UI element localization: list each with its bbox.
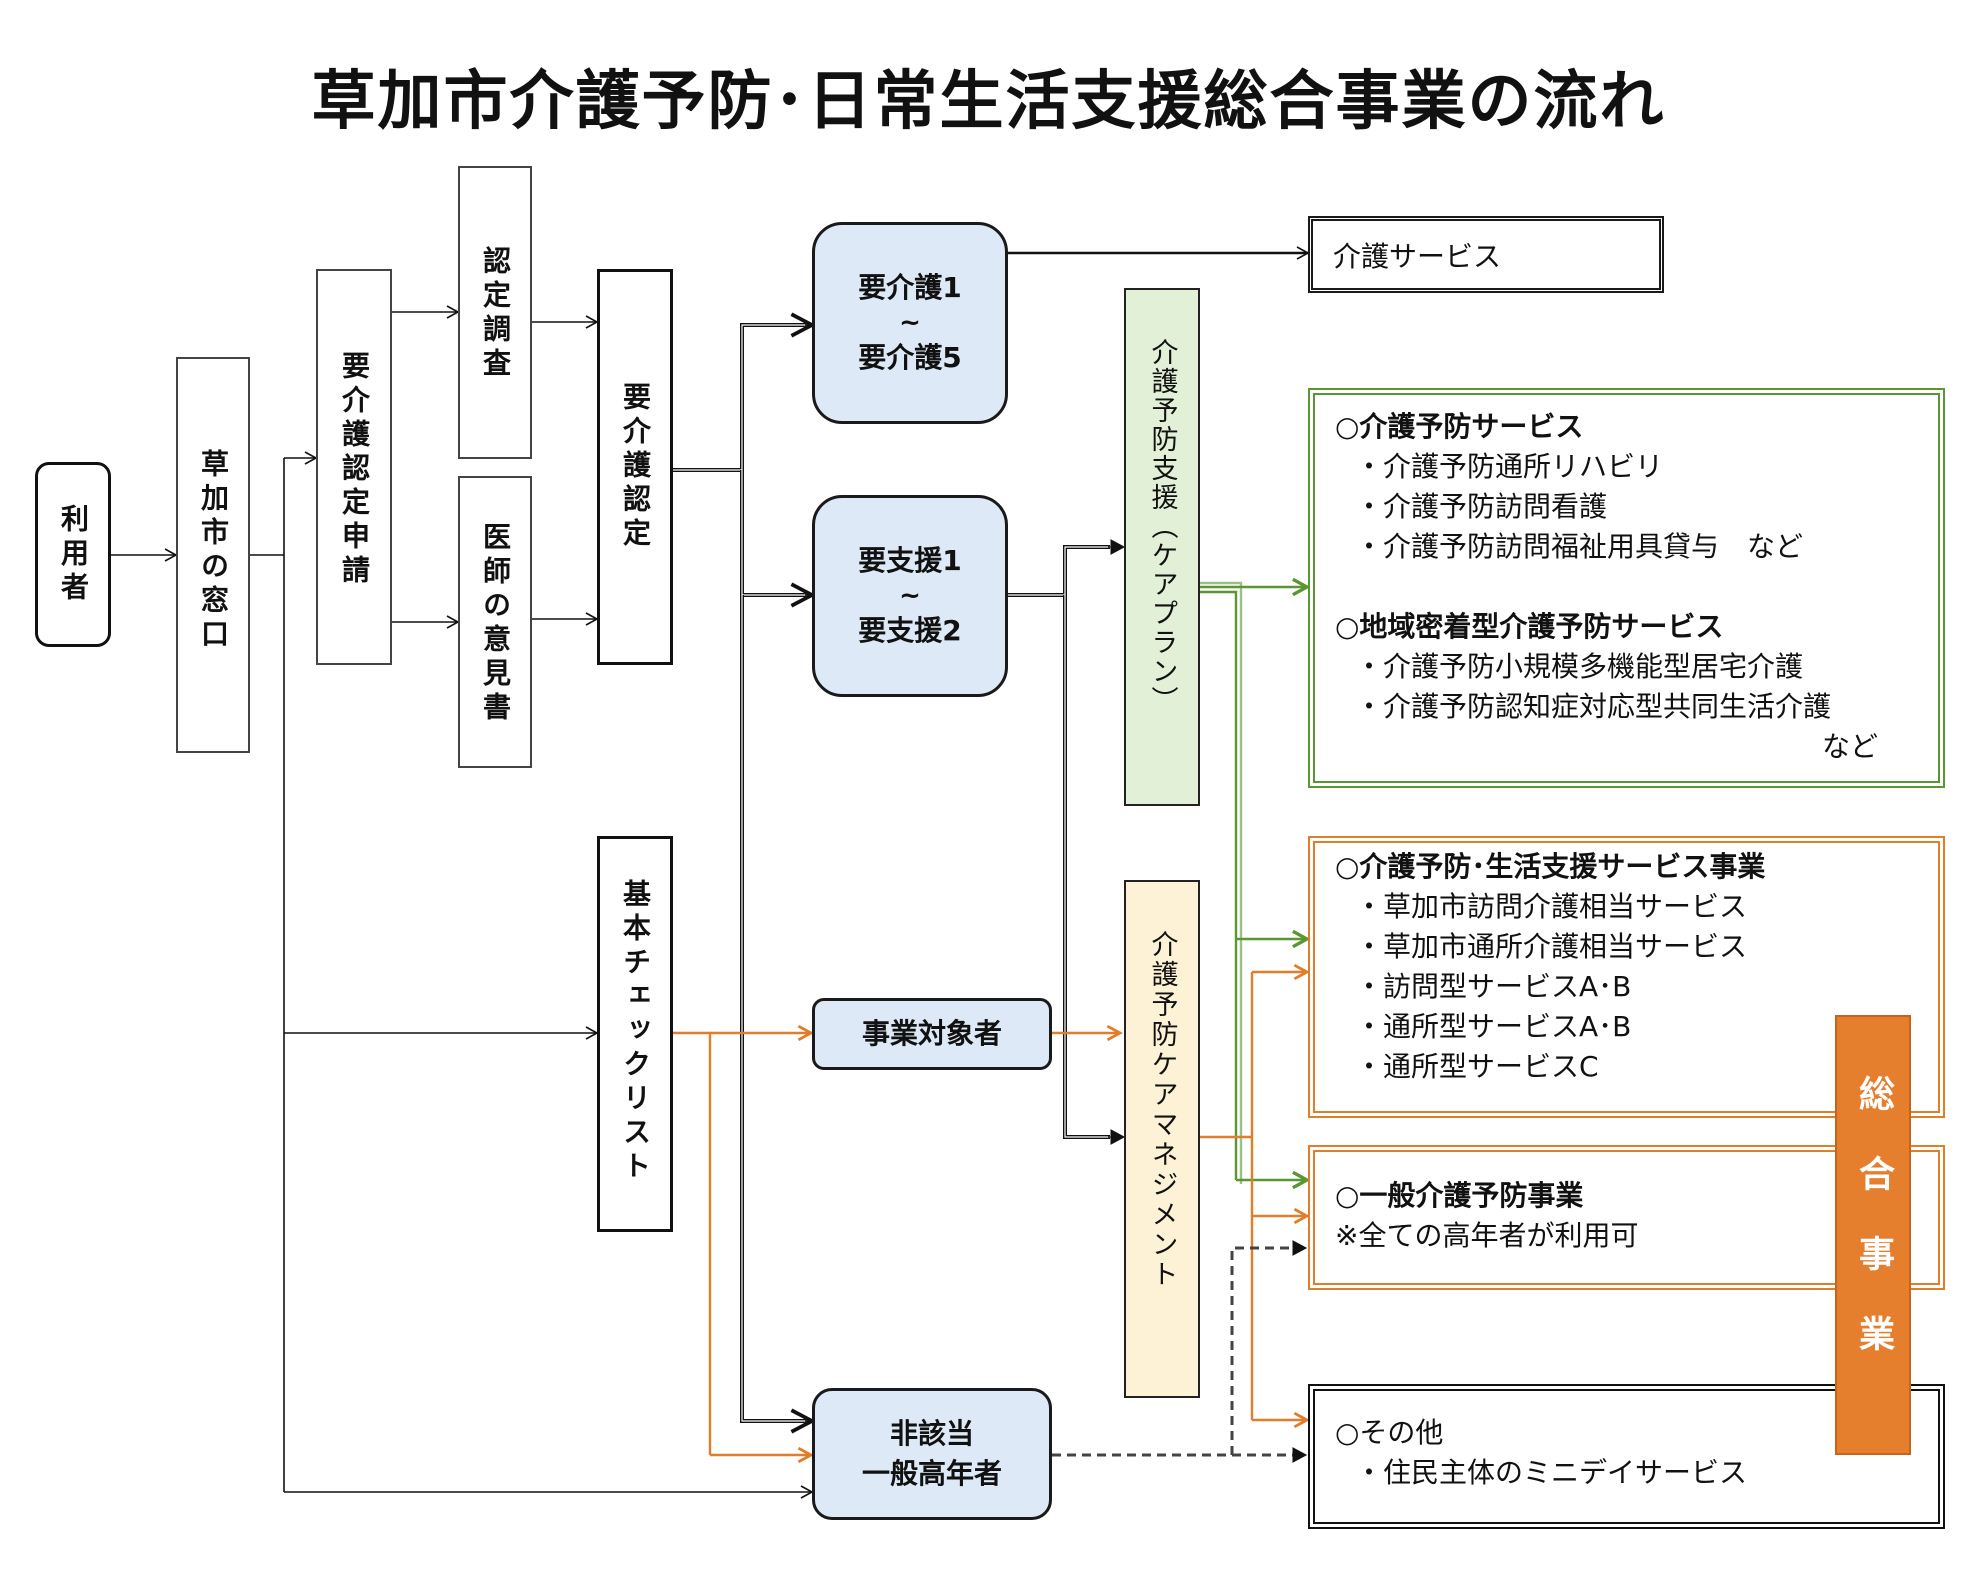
lifestyle-support-item: ・草加市通所介護相当サービス	[1355, 930, 1748, 963]
lifestyle-support-panel: ○介護予防･生活支援サービス事業 ・草加市訪問介護相当サービス ・草加市通所介護…	[1308, 836, 1945, 1118]
other-service-item: ・住民主体のミニデイサービス	[1355, 1456, 1748, 1489]
page-title: 草加市介護予防･日常生活支援総合事業の流れ	[311, 65, 1666, 139]
care-level-range: ~	[899, 308, 921, 338]
prevention-service-item: ・介護予防訪問看護	[1355, 490, 1608, 523]
support-level-start: 要支援1	[858, 544, 962, 577]
support-branches	[1008, 539, 1126, 1145]
support-level-range: ~	[899, 581, 921, 611]
business-target-label: 事業対象者	[861, 1017, 1002, 1050]
community-service-heading: ○地域密着型介護予防サービス	[1335, 610, 1724, 643]
care-level-end: 要介護5	[858, 341, 962, 374]
lifestyle-support-item: ・通所型サービスA･B	[1355, 1010, 1632, 1043]
lifestyle-support-heading: ○介護予防･生活支援サービス事業	[1335, 850, 1766, 883]
comprehensive-project-label: 総合事業	[1853, 1075, 1894, 1395]
user-box: 利用者	[35, 462, 111, 647]
care-level-box: 要介護1 ~ 要介護5	[812, 222, 1008, 424]
lifestyle-support-item: ・訪問型サービスA･B	[1355, 970, 1632, 1003]
prevention-support-label: 介護予防支援（ケアプラン）	[1146, 338, 1178, 715]
care-service-panel: 介護サービス	[1308, 216, 1664, 293]
prevention-service-item: ・介護予防通所リハビリ	[1355, 450, 1664, 483]
thin-connectors	[111, 305, 814, 1499]
checklist-label: 基本チェックリスト	[619, 879, 652, 1185]
prevention-support-box: 介護予防支援（ケアプラン）	[1124, 288, 1200, 806]
care-service-label: 介護サービス	[1333, 239, 1502, 273]
comprehensive-project-badge: 総合事業	[1835, 1015, 1911, 1455]
doctor-opinion-box: 医師の意見書	[458, 476, 532, 768]
support-level-box: 要支援1 ~ 要支援2	[812, 495, 1008, 697]
community-service-item: ・介護予防小規模多機能型居宅介護	[1355, 650, 1804, 683]
certification-label: 要介護認定	[619, 382, 652, 552]
lifestyle-support-item: ・通所型サービスC	[1355, 1050, 1599, 1083]
non-applicable-line1: 非該当	[889, 1417, 974, 1450]
doctor-opinion-label: 医師の意見書	[479, 522, 512, 726]
business-target-box: 事業対象者	[812, 998, 1052, 1070]
support-level-end: 要支援2	[858, 614, 962, 647]
community-service-etc: など	[1821, 730, 1878, 763]
certification-box: 要介護認定	[597, 269, 673, 665]
user-label: 利用者	[57, 503, 90, 606]
certification-branches	[673, 325, 812, 1421]
general-prevention-heading: ○一般介護予防事業	[1335, 1179, 1584, 1212]
care-management-label: 介護予防ケアマネジメント	[1146, 930, 1178, 1290]
non-applicable-line2: 一般高年者	[861, 1457, 1002, 1490]
orange-connectors	[673, 972, 1307, 1455]
green-connectors	[1200, 587, 1307, 1180]
lifestyle-support-item: ・草加市訪問介護相当サービス	[1355, 890, 1748, 923]
community-service-item: ・介護予防認知症対応型共同生活介護	[1355, 690, 1832, 723]
window-box: 草加市の窓口	[176, 357, 250, 753]
prevention-service-item: ・介護予防訪問福祉用具貸与 など	[1355, 530, 1804, 563]
prevention-service-panel: ○介護予防サービス ・介護予防通所リハビリ ・介護予防訪問看護 ・介護予防訪問福…	[1308, 388, 1945, 788]
checklist-box: 基本チェックリスト	[597, 836, 673, 1232]
care-level-start: 要介護1	[858, 271, 962, 304]
other-service-heading: ○その他	[1335, 1416, 1444, 1449]
non-applicable-box: 非該当 一般高年者	[812, 1388, 1052, 1520]
general-prevention-note: ※全ての高年者が利用可	[1335, 1219, 1639, 1252]
care-management-box: 介護予防ケアマネジメント	[1124, 880, 1200, 1398]
dashed-connectors	[1052, 1246, 1295, 1457]
survey-label: 認定調査	[479, 246, 512, 382]
window-label: 草加市の窓口	[197, 449, 230, 653]
application-label: 要介護認定申請	[338, 351, 371, 589]
prevention-service-heading: ○介護予防サービス	[1335, 410, 1584, 443]
application-box: 要介護認定申請	[316, 269, 392, 665]
survey-box: 認定調査	[458, 166, 532, 459]
